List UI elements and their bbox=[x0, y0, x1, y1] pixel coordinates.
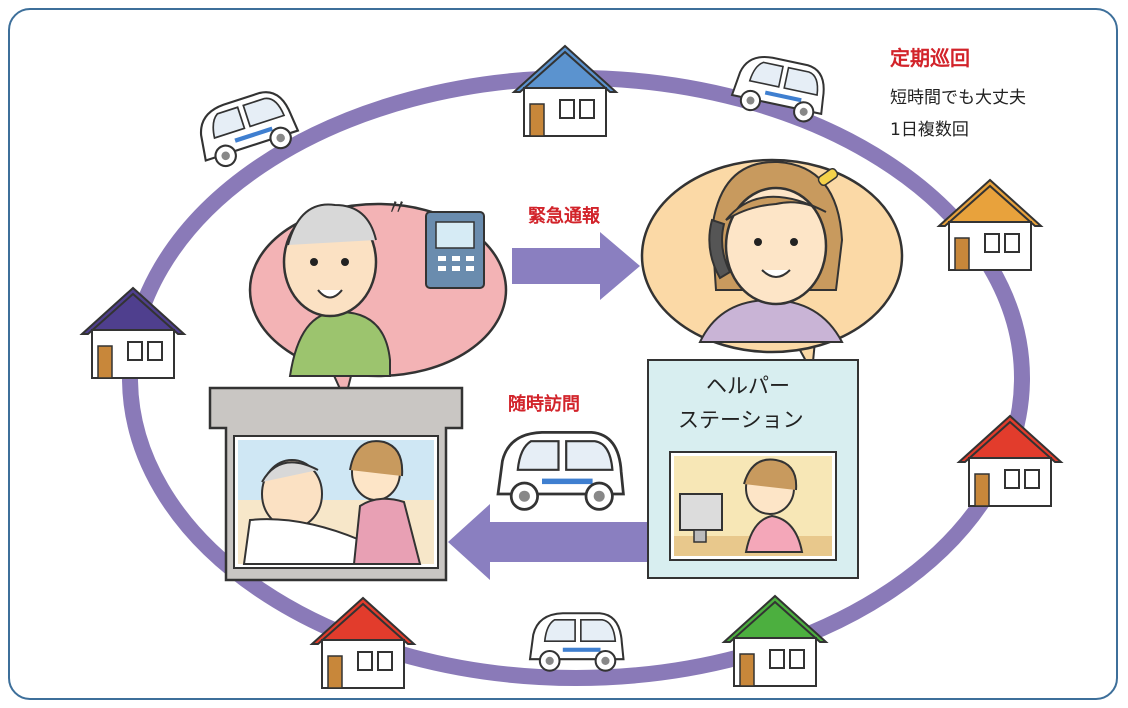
user-home-box bbox=[208, 386, 464, 582]
house-bottom-right-green bbox=[723, 595, 827, 687]
house-right-orange bbox=[938, 179, 1042, 271]
operator-bubble bbox=[640, 158, 904, 376]
emergency-call-label: 緊急通報 bbox=[528, 206, 600, 227]
helper-station-box bbox=[647, 359, 859, 579]
station-label-line2: ステーション bbox=[678, 408, 804, 432]
diagram-frame bbox=[8, 8, 1118, 700]
station-label-line1: ヘルパー bbox=[706, 374, 790, 398]
user-bubble: 〃 bbox=[248, 196, 508, 404]
on-call-visit-arrow bbox=[448, 504, 656, 580]
periodic-patrol-title: 定期巡回 bbox=[890, 46, 970, 70]
car-bottom bbox=[528, 612, 625, 672]
on-call-visit-label: 随時訪問 bbox=[508, 394, 580, 415]
house-top-blue bbox=[513, 45, 617, 137]
house-right-red bbox=[958, 415, 1062, 507]
emergency-call-arrow bbox=[512, 232, 640, 300]
visit-car bbox=[496, 431, 625, 511]
house-bottom-left-red bbox=[311, 597, 415, 689]
periodic-patrol-line2: 1日複数回 bbox=[890, 120, 969, 140]
periodic-patrol-line1: 短時間でも大丈夫 bbox=[890, 88, 1026, 108]
patrol-ring bbox=[122, 70, 1030, 686]
house-left-purple bbox=[81, 287, 185, 379]
svg-text:〃: 〃 bbox=[386, 196, 408, 221]
